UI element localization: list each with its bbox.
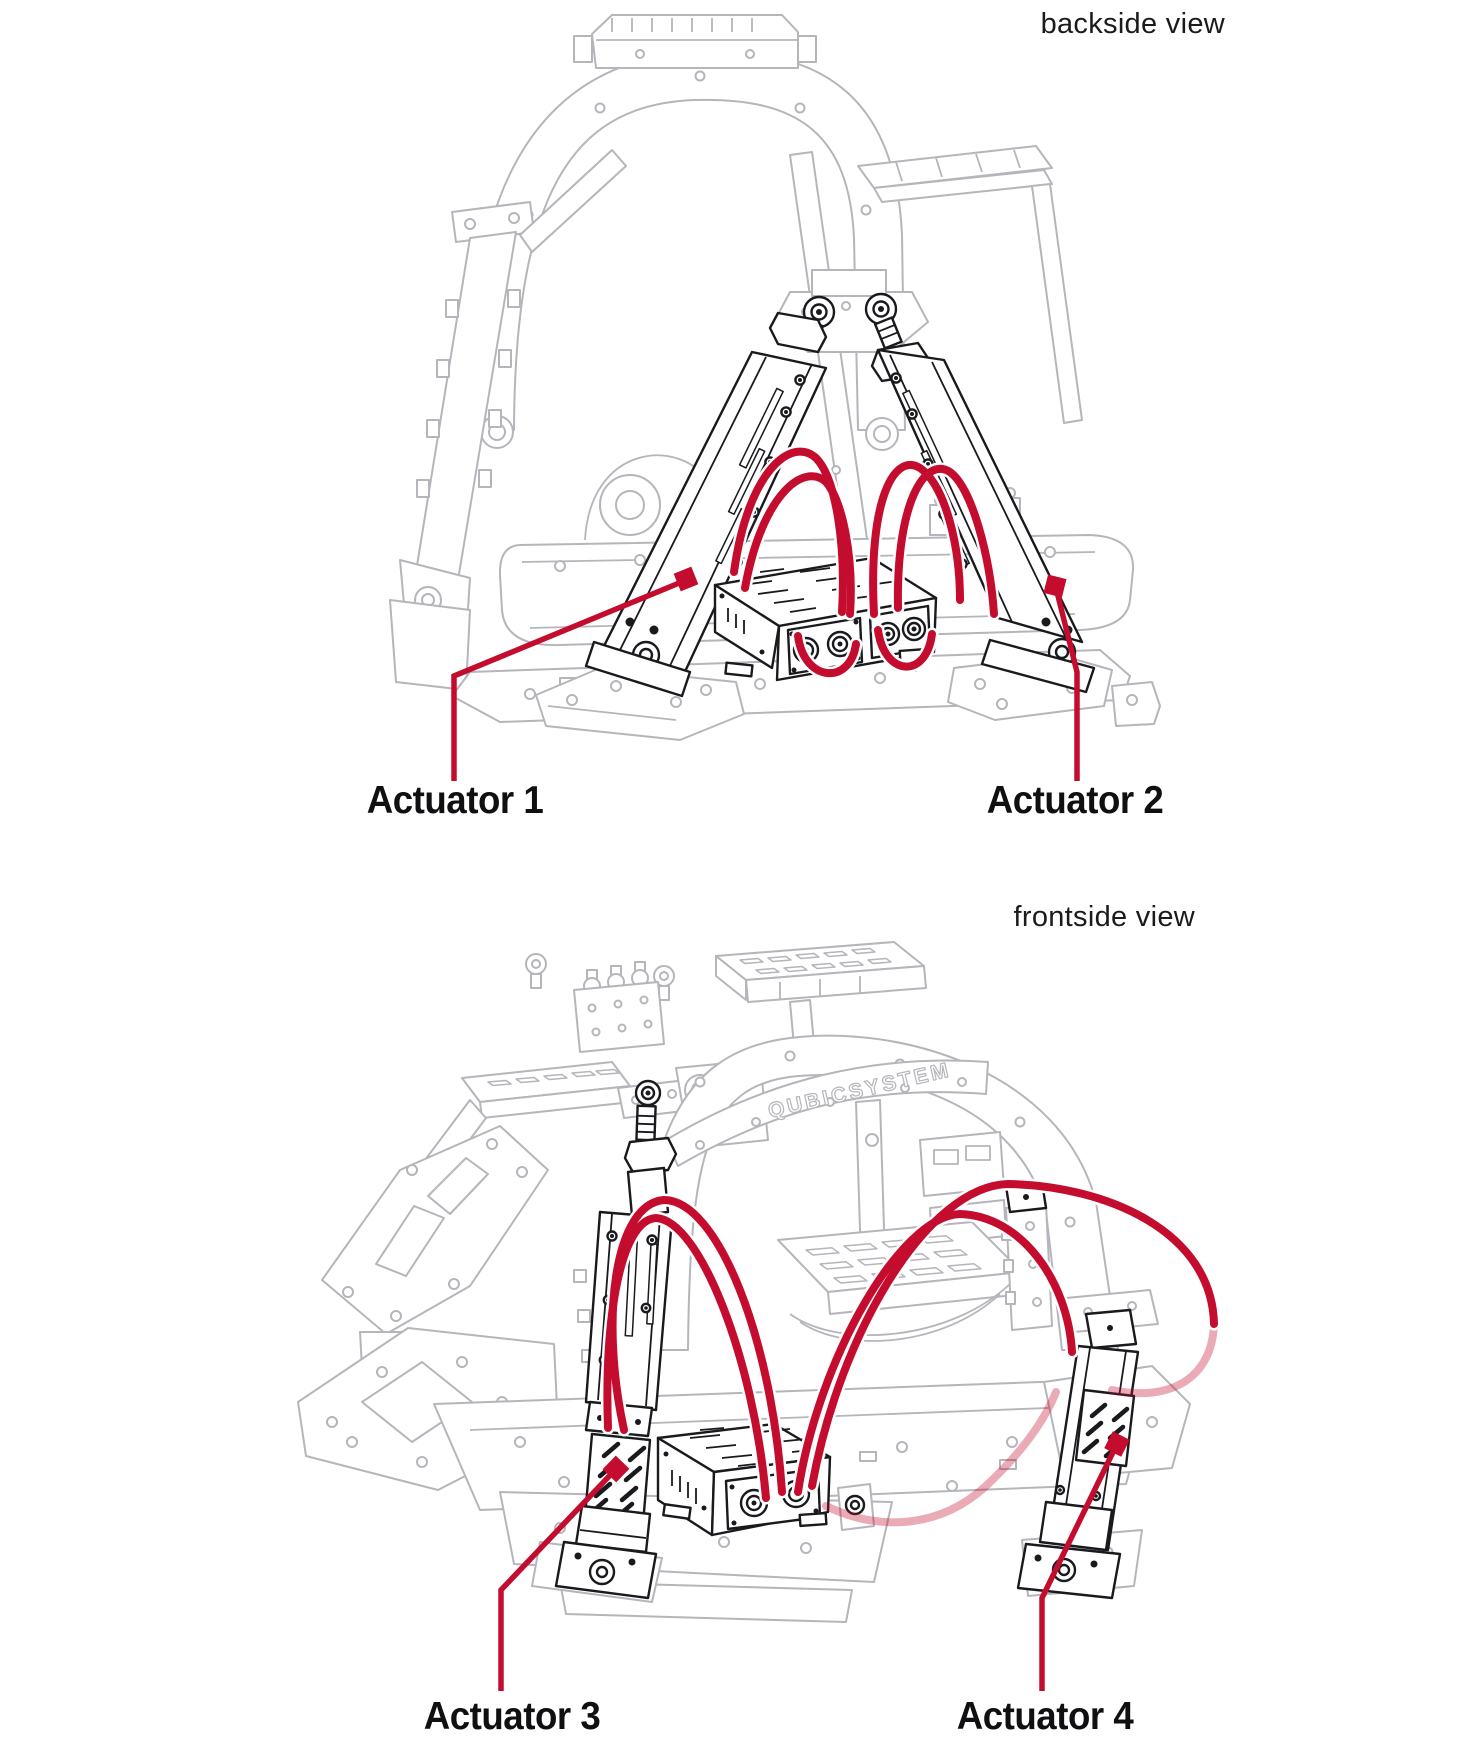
leader-line-actuator-1 [451, 566, 699, 781]
backside-view-caption: backside view [1040, 8, 1225, 40]
power-cables-frontside [600, 1177, 1221, 1527]
leader-line-actuator-2 [1043, 574, 1080, 781]
frontside-illustration: QUBICSYSTEM [297, 941, 1221, 1691]
leader-line-actuator-4 [1039, 1431, 1130, 1691]
leader-line-actuator-3 [498, 1455, 630, 1691]
label-actuator-1: Actuator 1 [366, 779, 544, 822]
label-actuator-2: Actuator 2 [986, 779, 1164, 822]
power-cables-backside [727, 445, 1001, 680]
frontside-view-caption: frontside view [1013, 901, 1195, 933]
backside-illustration [389, 14, 1161, 781]
actuator-4-drawing [1004, 1180, 1140, 1600]
label-actuator-3: Actuator 3 [423, 1695, 601, 1738]
label-actuator-4: Actuator 4 [956, 1695, 1134, 1738]
actuator-2-drawing [864, 292, 1096, 694]
